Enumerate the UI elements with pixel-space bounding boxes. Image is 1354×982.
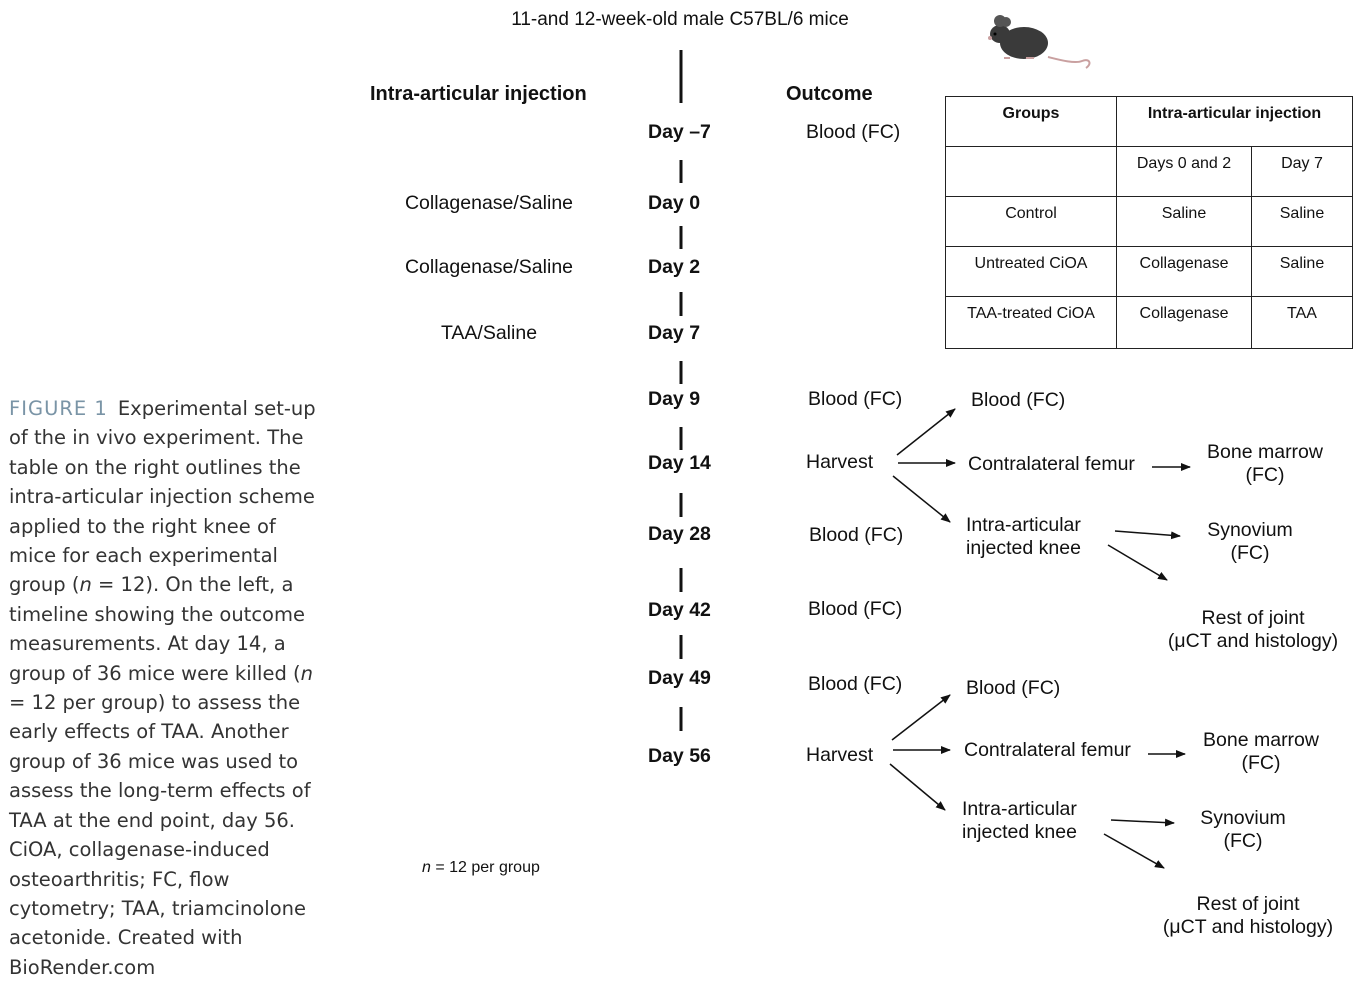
injection-day-7: TAA/Saline bbox=[440, 322, 538, 344]
group-size-note: n = 12 per group bbox=[422, 859, 540, 876]
table-cell: Saline bbox=[1251, 246, 1353, 297]
table-header-row: Groups Intra-articular injection bbox=[945, 96, 1353, 147]
branch-femur: Contralateral femur bbox=[968, 453, 1135, 475]
table-row: TAA-treated CiOA Collagenase TAA bbox=[945, 296, 1353, 349]
table-cell: TAA bbox=[1251, 296, 1353, 349]
table-cell: Days 0 and 2 bbox=[1116, 146, 1252, 197]
branch-rest-of-joint: Rest of joint(μCT and histology) bbox=[1167, 607, 1339, 652]
branch-synovium: Synovium(FC) bbox=[1200, 807, 1286, 852]
table-cell: Collagenase bbox=[1116, 296, 1252, 349]
harvest-arrows-day14 bbox=[892, 408, 1191, 581]
diagram-connectors bbox=[679, 15, 1191, 869]
day-label: Day 56 bbox=[648, 745, 711, 767]
outcome-column-header: Outcome bbox=[786, 83, 873, 105]
caption-n-1: n bbox=[79, 573, 92, 597]
outcome-label: Harvest bbox=[806, 451, 874, 473]
figure-label: FIGURE 1 bbox=[9, 397, 108, 420]
day-label: Day –7 bbox=[648, 121, 711, 143]
outcome-label: Blood (FC) bbox=[808, 673, 903, 695]
branch-bone-marrow: Bone marrow(FC) bbox=[1207, 441, 1323, 486]
outcome-label: Blood (FC) bbox=[808, 598, 903, 620]
branch-blood: Blood (FC) bbox=[971, 389, 1066, 411]
table-header-injection: Intra-articular injection bbox=[1116, 96, 1353, 147]
day-label: Day 0 bbox=[648, 192, 701, 214]
day-label: Day 14 bbox=[648, 452, 711, 474]
outcome-label: Blood (FC) bbox=[809, 524, 904, 546]
table-cell: Control bbox=[945, 196, 1117, 247]
branch-bone-marrow: Bone marrow(FC) bbox=[1203, 729, 1319, 774]
table-cell: Day 7 bbox=[1251, 146, 1353, 197]
caption-text-a: Experimental set-up of the in vivo exper… bbox=[9, 397, 316, 597]
table-header-groups: Groups bbox=[945, 96, 1117, 147]
mouse-icon bbox=[988, 15, 1091, 69]
branch-blood: Blood (FC) bbox=[966, 677, 1061, 699]
table-row: Control Saline Saline bbox=[945, 196, 1353, 247]
table-row: Untreated CiOA Collagenase Saline bbox=[945, 246, 1353, 297]
table-cell: Saline bbox=[1116, 196, 1252, 247]
table-subheader-row: Days 0 and 2 Day 7 bbox=[945, 146, 1353, 197]
day-label: Day 7 bbox=[648, 322, 701, 344]
caption-text-b: = 12). On the left, a timeline showing t… bbox=[9, 573, 305, 685]
outcome-label: Blood (FC) bbox=[808, 388, 903, 410]
day-label: Day 2 bbox=[648, 256, 701, 278]
outcome-label: Blood (FC) bbox=[806, 121, 901, 143]
table-cell bbox=[945, 146, 1117, 197]
table-cell: Saline bbox=[1251, 196, 1353, 247]
branch-rest-of-joint: Rest of joint(μCT and histology) bbox=[1162, 893, 1334, 938]
day-label: Day 42 bbox=[648, 599, 711, 621]
caption-n-2: n bbox=[300, 661, 313, 685]
table-cell: Untreated CiOA bbox=[945, 246, 1117, 297]
injection-scheme-table: Groups Intra-articular injection Days 0 … bbox=[945, 96, 1353, 349]
harvest-arrows-day56 bbox=[889, 694, 1186, 869]
injection-column-header: Intra-articular injection bbox=[370, 83, 587, 105]
day-label: Day 49 bbox=[648, 667, 711, 689]
injection-day-2: Collagenase/Saline bbox=[404, 256, 574, 278]
table-cell: TAA-treated CiOA bbox=[945, 296, 1117, 349]
day-label: Day 9 bbox=[648, 388, 701, 410]
diagram-title: 11-and 12-week-old male C57BL/6 mice bbox=[511, 9, 849, 30]
table-cell: Collagenase bbox=[1116, 246, 1252, 297]
day-label: Day 28 bbox=[648, 523, 711, 545]
branch-femur: Contralateral femur bbox=[964, 739, 1131, 761]
outcome-label: Harvest bbox=[806, 744, 874, 766]
injection-day-0: Collagenase/Saline bbox=[404, 192, 574, 214]
branch-synovium: Synovium(FC) bbox=[1207, 519, 1293, 564]
